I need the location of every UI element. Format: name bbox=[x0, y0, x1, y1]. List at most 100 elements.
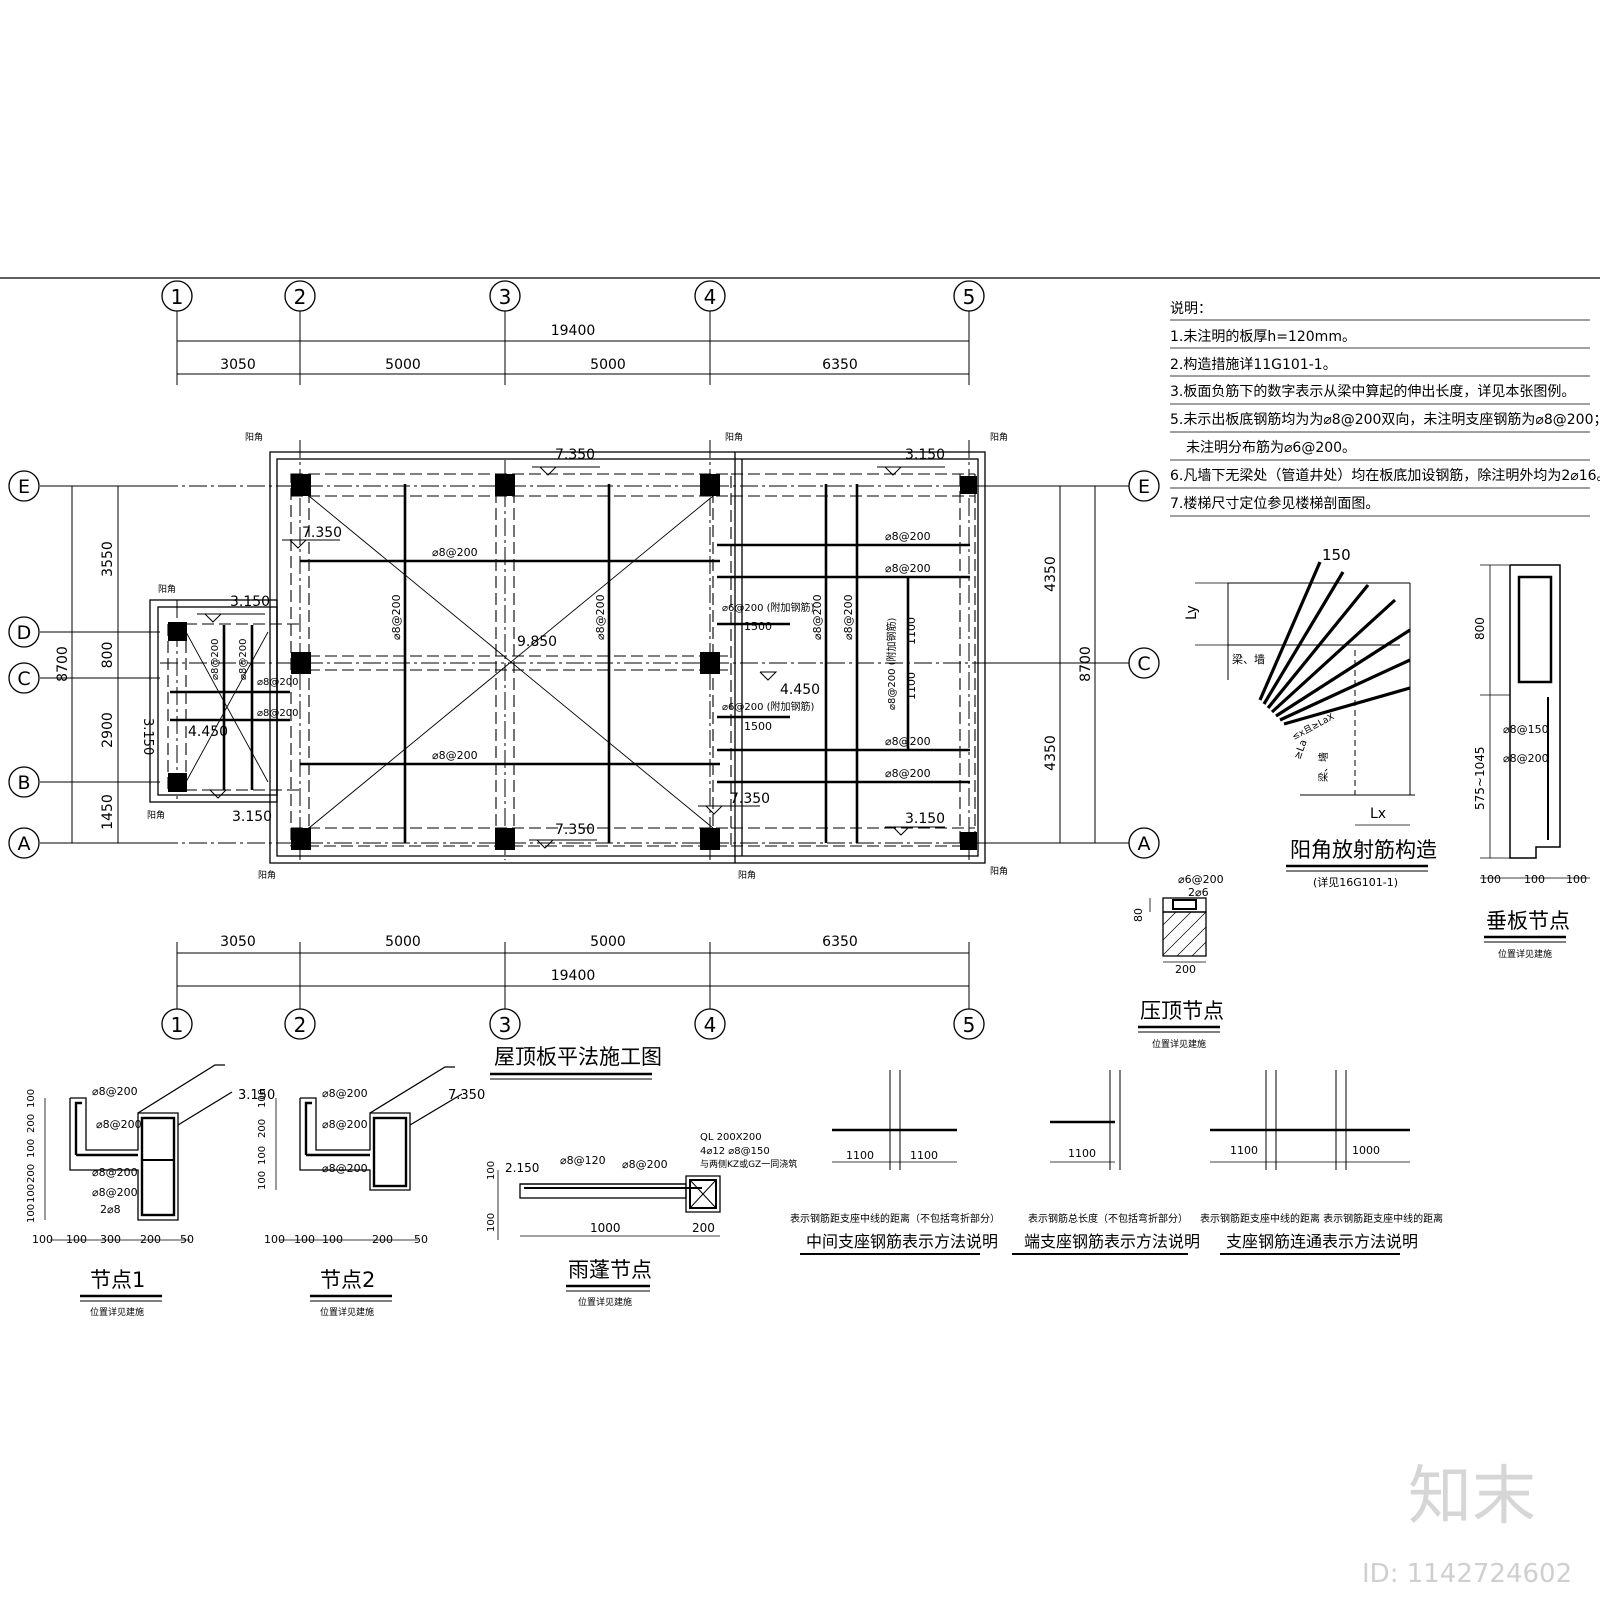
canopy-dim: 1000 bbox=[590, 1221, 621, 1235]
node1-title: 节点1 bbox=[90, 1268, 145, 1292]
rebar-label: ⌀8@200 bbox=[432, 546, 478, 559]
drawing-title: 屋顶板平法施工图 bbox=[494, 1045, 662, 1069]
radial-ly: Ly bbox=[1184, 605, 1200, 620]
image-id: ID: 1142724602 bbox=[1362, 1559, 1572, 1589]
grid-label: 4 bbox=[704, 285, 717, 309]
node2-rebar: ⌀8@200 bbox=[322, 1087, 368, 1100]
grid-bubbles-left: E D C B A bbox=[8, 470, 40, 859]
note-item: 3.板面负筋下的数字表示从梁中算起的伸出长度，详见本张图例。 bbox=[1170, 383, 1575, 400]
elevation: 7.350 bbox=[555, 447, 595, 463]
coping-rebar-2: 2⌀6 bbox=[1188, 886, 1209, 899]
grid-label: 1 bbox=[171, 1013, 184, 1037]
coping-h: 80 bbox=[1132, 908, 1145, 922]
node2-dim-b: 100 bbox=[264, 1233, 285, 1246]
end-support-legend: 1100 表示钢筋总长度（不包括弯折部分） 端支座钢筋表示方法说明 bbox=[1012, 1070, 1200, 1255]
rebar-label: ⌀8@200 (附加钢筋) bbox=[885, 617, 898, 710]
corner-label: 阳角 bbox=[158, 583, 176, 595]
notes-heading: 说明： bbox=[1170, 301, 1212, 317]
canopy-ql: QL 200X200 bbox=[700, 1132, 762, 1143]
drop-dim-b3: 100 bbox=[1566, 873, 1587, 886]
radial-dim-150: 150 bbox=[1322, 546, 1351, 564]
mid-dim: 1100 bbox=[910, 1149, 938, 1162]
elevation-markers bbox=[197, 466, 945, 849]
dimension-lines bbox=[40, 311, 1129, 1009]
node1-elev: 3.150 bbox=[238, 1088, 275, 1103]
node1-dim-l: 100 bbox=[26, 1089, 37, 1108]
dim-bottom: 5000 bbox=[590, 934, 626, 950]
node1-dim-l: 100 bbox=[26, 1204, 37, 1223]
elevation: 4.450 bbox=[188, 724, 228, 740]
node-2-detail: 7.350 ⌀8@200 ⌀8@200 ⌀8@200 100 200 100 1… bbox=[257, 1066, 485, 1318]
node1-dim-l: 100 bbox=[26, 1139, 37, 1158]
rebar-label: ⌀8@200 bbox=[885, 562, 931, 575]
mid-desc: 表示钢筋距支座中线的距离（不包括弯折部分） bbox=[790, 1212, 1000, 1225]
node2-subtitle: 位置详见建施 bbox=[320, 1306, 374, 1318]
node1-rebar: ⌀8@200 bbox=[92, 1166, 138, 1179]
cont-title: 支座钢筋连通表示方法说明 bbox=[1226, 1232, 1418, 1251]
drop-title: 垂板节点 bbox=[1486, 909, 1570, 933]
note-item: 2.构造措施详11G101-1。 bbox=[1170, 357, 1337, 373]
watermark: 知末 ID: 1142724602 bbox=[1362, 1460, 1572, 1589]
dim-top: 3050 bbox=[220, 357, 256, 373]
node2-dim-l: 100 bbox=[257, 1089, 268, 1108]
elevation: 3.150 bbox=[230, 594, 270, 610]
node2-rebar: ⌀8@200 bbox=[322, 1118, 368, 1131]
coping-subtitle: 位置详见建施 bbox=[1152, 1038, 1206, 1050]
dim-bottom: 3050 bbox=[220, 934, 256, 950]
mid-support-legend: 1100 1100 表示钢筋距支座中线的距离（不包括弯折部分） 中间支座钢筋表示… bbox=[790, 1070, 1000, 1255]
grid-label: A bbox=[1138, 833, 1151, 855]
elevation: 3.150 bbox=[232, 809, 272, 825]
continuous-support-legend: 1100 1000 表示钢筋距支座中线的距离 表示钢筋距支座中线的距离 支座钢筋… bbox=[1200, 1070, 1443, 1255]
rebar-label: ⌀8@200 bbox=[594, 594, 607, 640]
corner-label: 阳角 bbox=[147, 809, 165, 821]
rebar-label: ⌀8@200 bbox=[811, 594, 824, 640]
elevation: 3.150 bbox=[905, 447, 945, 463]
drop-dim-800: 800 bbox=[1473, 617, 1487, 640]
radial-detail: 150 Ly 梁、墙 梁、墙 ≥La ≤x且≥LaX Lx 阳角放射筋构造 (详… bbox=[1184, 546, 1437, 889]
drop-dim-b1: 100 bbox=[1480, 873, 1501, 886]
dimension-text: 19400 3050 5000 5000 6350 3050 5000 5000… bbox=[55, 323, 1094, 984]
rebar-length: 1500 bbox=[744, 720, 772, 733]
radial-subtitle: (详见16G101-1) bbox=[1313, 875, 1398, 889]
drop-rebar-2: ⌀8@200 bbox=[1503, 752, 1549, 765]
grid-label: A bbox=[18, 833, 31, 855]
rebar-label: ⌀6@200 (附加钢筋) bbox=[722, 700, 815, 713]
elevation: 7.350 bbox=[302, 525, 342, 541]
elevation-text: 7.350 3.150 7.350 3.150 9.850 4.450 4.45… bbox=[140, 447, 945, 838]
note-item: 6.凡墙下无梁处（管道井处）均在板底加设钢筋，除注明外均为2⌀16。 bbox=[1170, 467, 1600, 484]
elevation: 4.450 bbox=[780, 682, 820, 698]
end-desc: 表示钢筋总长度（不包括弯折部分） bbox=[1028, 1212, 1188, 1225]
node1-dim-b: 100 bbox=[32, 1233, 53, 1246]
cont-dim: 1000 bbox=[1352, 1144, 1380, 1157]
node1-dim-b: 100 bbox=[66, 1233, 87, 1246]
grid-label: 2 bbox=[294, 1013, 307, 1037]
grid-label: C bbox=[17, 668, 30, 690]
rebar-label: ⌀8@200 bbox=[257, 677, 298, 688]
grid-label: D bbox=[17, 622, 32, 644]
radial-title: 阳角放射筋构造 bbox=[1290, 838, 1437, 862]
node1-subtitle: 位置详见建施 bbox=[90, 1306, 144, 1318]
elevation: 3.150 bbox=[905, 811, 945, 827]
node2-dim-b: 50 bbox=[414, 1233, 428, 1246]
node2-rebar: ⌀8@200 bbox=[322, 1162, 368, 1175]
canopy-detail: 2.150 ⌀8@120 ⌀8@200 QL 200X200 4⌀12 ⌀8@1… bbox=[486, 1132, 797, 1308]
rebar-label: ⌀8@200 bbox=[257, 708, 298, 719]
node2-dim-l: 200 bbox=[257, 1119, 268, 1138]
node2-dim-b: 100 bbox=[322, 1233, 343, 1246]
node2-elev: 7.350 bbox=[448, 1088, 485, 1103]
canopy-elev: 2.150 bbox=[505, 1161, 539, 1175]
mid-title: 中间支座钢筋表示方法说明 bbox=[806, 1232, 998, 1251]
drop-rebar-1: ⌀8@150 bbox=[1503, 723, 1549, 736]
dim-left: 1450 bbox=[100, 794, 116, 830]
canopy-ql-2: 4⌀12 ⌀8@150 bbox=[700, 1146, 770, 1157]
canopy-dim: 200 bbox=[692, 1221, 715, 1235]
node1-dim-l: 200 bbox=[26, 1164, 37, 1183]
node1-dim-l: 200 bbox=[26, 1114, 37, 1133]
slab-diagonals bbox=[185, 495, 714, 829]
rebar-label: ⌀8@200 bbox=[390, 594, 403, 640]
dim-bottom: 5000 bbox=[385, 934, 421, 950]
canopy-subtitle: 位置详见建施 bbox=[578, 1296, 632, 1308]
dim-total-right: 8700 bbox=[1078, 646, 1094, 682]
rebar-labels: ⌀8@200 ⌀8@200 ⌀8@200 ⌀8@200 ⌀8@200 ⌀8@20… bbox=[210, 530, 931, 780]
